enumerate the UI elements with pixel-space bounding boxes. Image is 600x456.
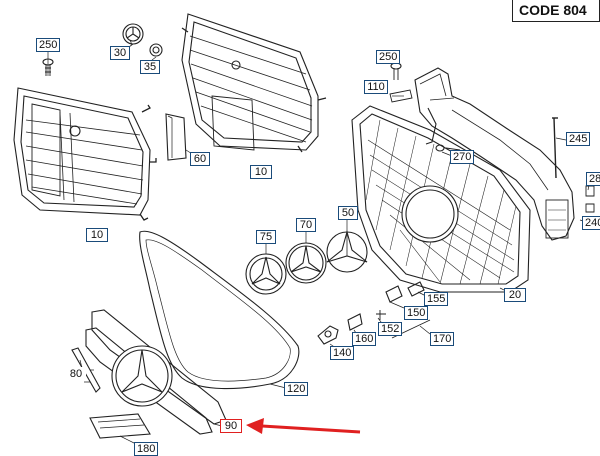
callout-70: 70 [296,218,316,232]
callout-250-left: 250 [36,38,60,52]
highlight-arrow [246,418,361,434]
callout-28: 28 [586,172,600,186]
callout-240: 240 [582,216,600,230]
callout-10-middle: 10 [250,165,272,179]
callout-110: 110 [364,80,388,94]
callout-75: 75 [256,230,276,244]
emblem-50 [326,229,368,273]
callout-80: 80 [66,367,86,381]
callout-152: 152 [378,322,402,336]
callout-245: 245 [566,132,590,146]
callout-90-highlighted: 90 [220,419,242,433]
callout-155: 155 [424,292,448,306]
callout-20: 20 [504,288,526,302]
cover-60 [165,113,187,161]
callout-50: 50 [338,206,358,220]
callout-35: 35 [140,60,160,74]
callout-160: 160 [352,332,376,346]
small-parts [317,281,431,345]
callout-30: 30 [110,46,130,60]
callout-10-left: 10 [86,228,108,242]
bracket-assembly [389,62,595,241]
plate-180 [89,413,151,439]
callout-60: 60 [190,152,210,166]
callout-140: 140 [330,346,354,360]
callout-180: 180 [134,442,158,456]
callout-150: 150 [404,306,428,320]
callout-250-right: 250 [376,50,400,64]
emblem-75 [245,253,287,295]
grille-10-middle [181,13,327,153]
code-label: CODE 804 [512,0,600,22]
emblem-70 [285,242,327,284]
callout-120: 120 [284,382,308,396]
insert-80 [71,347,101,393]
callout-170: 170 [430,332,454,346]
grille-10-left [13,87,157,221]
grille-20-right [351,105,531,293]
grille-90 [85,309,227,435]
callout-270: 270 [450,150,474,164]
